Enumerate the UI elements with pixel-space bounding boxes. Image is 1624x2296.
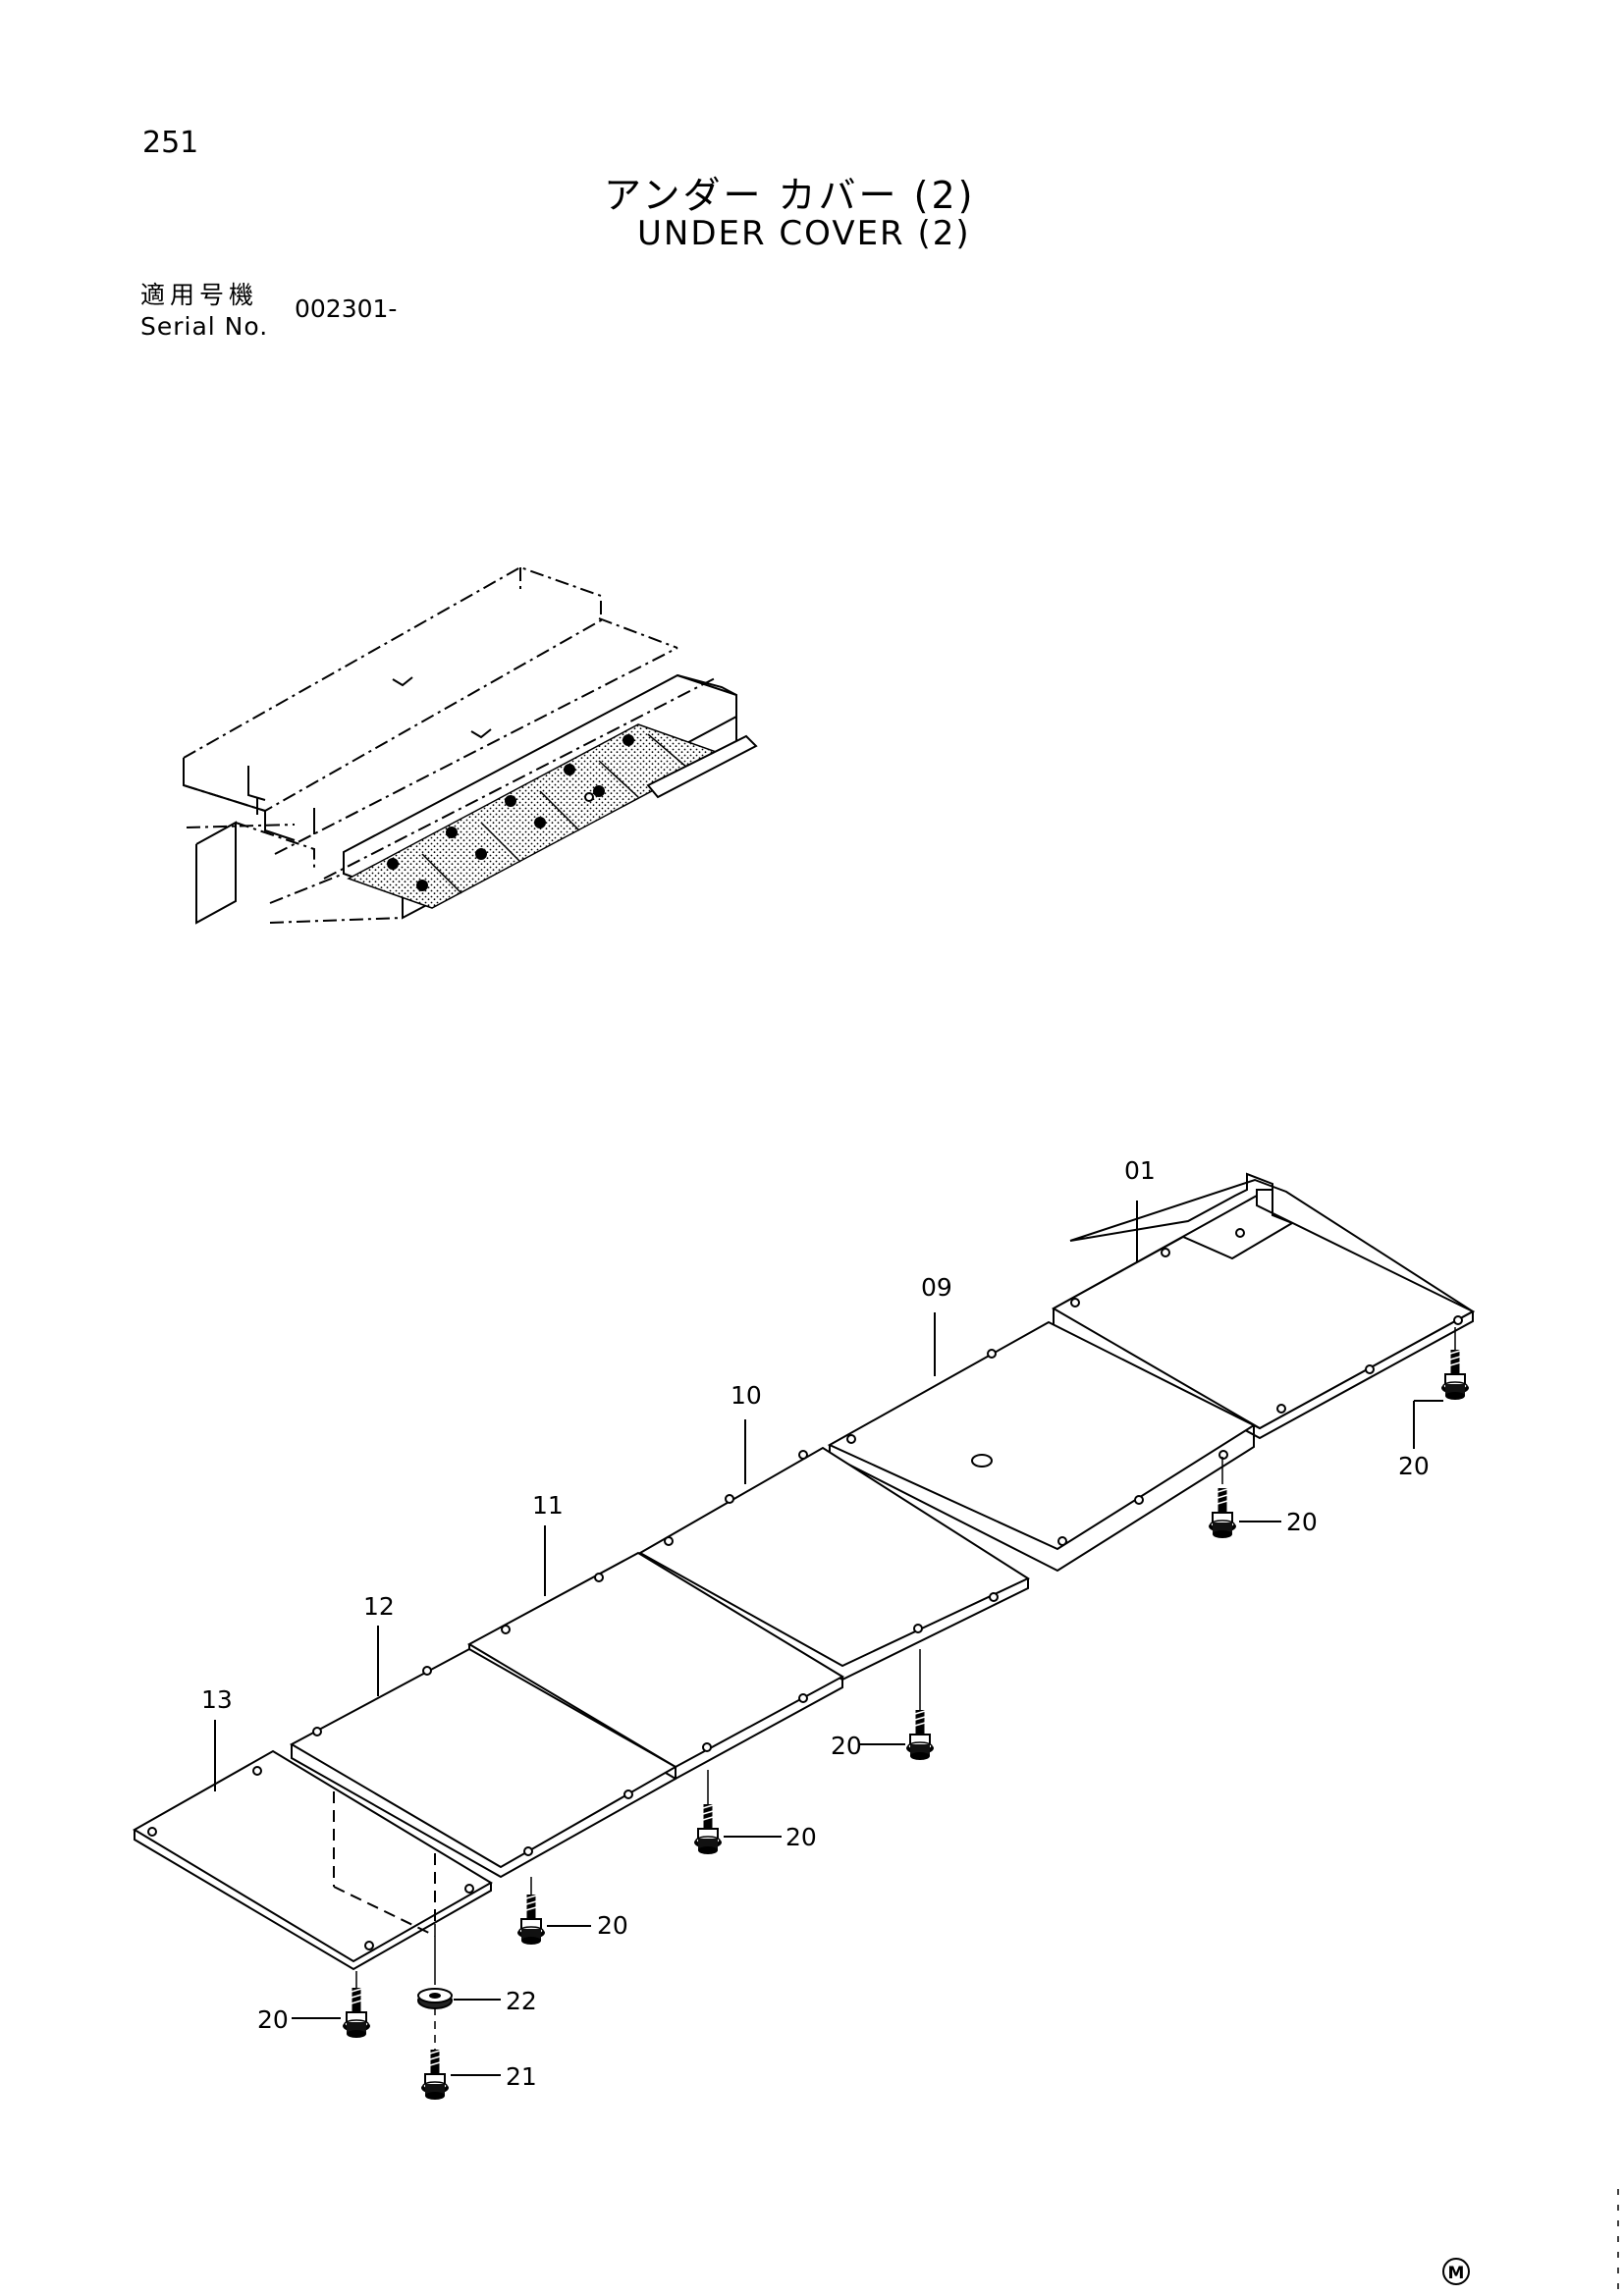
bolt-plate-13 (292, 1971, 370, 2038)
callout-01: 01 (1124, 1156, 1156, 1185)
callout-20-plate-10: 20 (831, 1732, 862, 1760)
serial-number-value: 002301- (295, 294, 398, 323)
circled-m-mark: M (1442, 2258, 1470, 2285)
serial-label-japanese: 適用号機 (140, 281, 259, 309)
callout-21: 21 (506, 2062, 537, 2091)
plate-13 (133, 1749, 493, 1971)
title-japanese: アンダー カバー (2) (604, 174, 976, 217)
circled-m-letter: M (1448, 2264, 1465, 2283)
callout-20-plate-13: 20 (257, 2005, 289, 2034)
callout-20-far-right: 20 (1398, 1452, 1430, 1480)
title-english: UNDER COVER (2) (637, 214, 971, 253)
serial-label-english: Serial No. (140, 312, 269, 341)
callout-11: 11 (532, 1491, 564, 1520)
bolt-plate-12 (517, 1877, 591, 1945)
bolt-21 (421, 2007, 501, 2100)
bolt-far-right (1413, 1327, 1469, 1449)
plate-12 (289, 1647, 678, 1879)
washer-22 (417, 1924, 501, 2009)
overview-machine-frame (183, 565, 758, 925)
callout-09: 09 (921, 1273, 952, 1302)
callout-13: 13 (201, 1685, 233, 1714)
callout-20-plate-09: 20 (1286, 1508, 1318, 1536)
callout-22: 22 (506, 1987, 537, 2015)
bolt-plate-10 (860, 1649, 934, 1760)
plate-leader-lines (214, 1201, 1138, 1791)
plate-01 (1051, 1172, 1476, 1440)
bolt-plate-09 (1209, 1457, 1281, 1538)
callout-20-plate-11: 20 (785, 1823, 817, 1851)
callout-12: 12 (363, 1592, 395, 1621)
callout-10: 10 (731, 1381, 762, 1410)
page-number: 251 (142, 126, 199, 160)
bolt-plate-11 (694, 1770, 782, 1854)
callout-20-plate-12: 20 (597, 1911, 628, 1940)
